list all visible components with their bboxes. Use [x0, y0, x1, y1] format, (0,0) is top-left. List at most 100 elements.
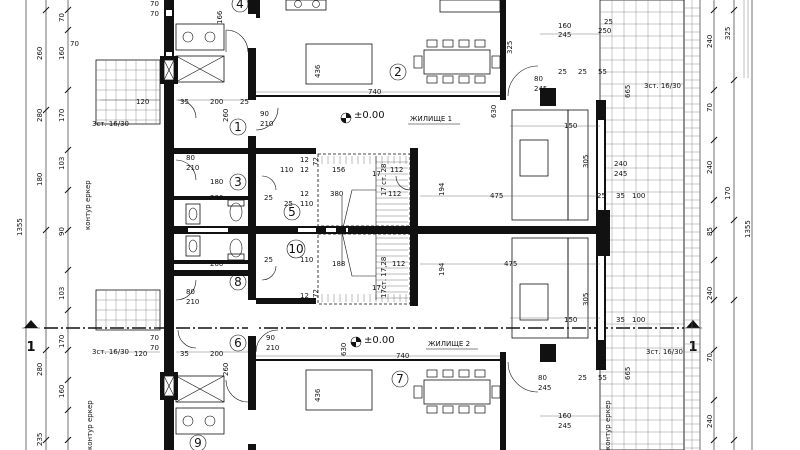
- svg-text:200: 200: [210, 98, 223, 106]
- dims-top: 70 70 166 160 245 250 25 325 80 245 55 7…: [70, 0, 613, 96]
- dwelling-label-2: ЖИЛИЩЕ 2: [428, 340, 470, 348]
- svg-text:740: 740: [368, 88, 381, 96]
- room-3-marker: 3: [229, 173, 247, 191]
- dim-left-5: 170: [58, 109, 66, 122]
- plan-dimension-lines: [100, 33, 600, 417]
- svg-text:6: 6: [234, 336, 242, 350]
- section-marker-left: 1: [22, 320, 40, 355]
- dim-left-total: 1355: [16, 218, 24, 236]
- dim-right-2: 325: [724, 27, 732, 40]
- bathroom-fixtures-bottom: [175, 375, 225, 435]
- svg-text:210: 210: [260, 120, 273, 128]
- svg-text:325: 325: [506, 41, 514, 54]
- svg-text:160: 160: [558, 412, 571, 420]
- svg-text:110: 110: [300, 200, 313, 208]
- dim-left-10: 170: [58, 335, 66, 348]
- svg-text:630: 630: [340, 343, 348, 356]
- terrace-left-top: [95, 59, 161, 125]
- contour-label-1: контур еркер: [84, 180, 92, 230]
- svg-text:25: 25: [578, 68, 587, 76]
- room-7-marker: 7: [391, 370, 409, 388]
- stair-label-bottom-right: 3ст. 16/30: [646, 348, 683, 356]
- room-10-marker: 10: [286, 239, 306, 259]
- svg-text:12: 12: [300, 156, 309, 164]
- dim-right-5: 85: [706, 227, 714, 236]
- svg-text:110: 110: [280, 166, 293, 174]
- svg-text:194: 194: [438, 182, 446, 196]
- dim-right-1: 240: [706, 35, 714, 48]
- terrace-left-bottom: [95, 289, 161, 331]
- svg-text:80: 80: [538, 374, 547, 382]
- room-4-marker: 4: [231, 0, 249, 13]
- svg-text:200: 200: [210, 194, 223, 202]
- right-dimension-lines: 240 325 70 240 85 170 240 70 240 1355: [706, 0, 753, 450]
- svg-text:380: 380: [330, 190, 343, 198]
- svg-text:188: 188: [332, 260, 345, 268]
- dims-mid-top: 120 35 200 25 90 210 260 12 12 72 156 11…: [136, 85, 645, 208]
- svg-text:9: 9: [194, 436, 202, 450]
- stair-run-label-top: 17 ст. 28: [380, 164, 388, 196]
- dim-left-7: 180: [36, 173, 44, 186]
- stair-label-top-right: 3ст. 16/30: [644, 82, 681, 90]
- svg-text:35: 35: [180, 350, 189, 358]
- svg-text:80: 80: [534, 75, 543, 83]
- svg-text:260: 260: [222, 109, 230, 122]
- svg-text:3: 3: [234, 175, 242, 189]
- room-numbers: 4 2 1 3 5 10 8 6 7 9: [189, 0, 409, 450]
- stair-run-label-bottom: 17ст. 17,28: [380, 257, 388, 298]
- terrace-right-outer: [683, 0, 701, 450]
- level-label-bottom: ±0.00: [364, 335, 395, 346]
- level-marker-bottom: ±0.00: [350, 335, 395, 348]
- svg-text:70: 70: [70, 40, 79, 48]
- room-5-marker: 5: [283, 203, 301, 221]
- svg-text:17: 17: [372, 284, 381, 292]
- bathroom-5-fixtures: [185, 199, 245, 261]
- svg-text:35: 35: [616, 192, 625, 200]
- dim-right-7: 240: [706, 287, 714, 300]
- svg-text:194: 194: [438, 262, 446, 276]
- svg-text:180: 180: [210, 178, 223, 186]
- svg-text:100: 100: [632, 316, 645, 324]
- doors: [175, 29, 539, 403]
- svg-text:210: 210: [186, 164, 199, 172]
- room-2-marker: 2: [389, 63, 407, 81]
- dim-right-9: 240: [706, 415, 714, 428]
- svg-text:72: 72: [312, 157, 320, 166]
- svg-text:245: 245: [534, 85, 547, 93]
- svg-text:210: 210: [186, 298, 199, 306]
- svg-text:1: 1: [234, 120, 242, 134]
- left-dimension-lines: 70 160 260 280 170 103 180 90 103 170 28…: [16, 0, 72, 450]
- svg-text:80: 80: [186, 154, 195, 162]
- svg-text:8: 8: [234, 275, 242, 289]
- dim-left-6: 103: [58, 157, 66, 170]
- svg-text:110: 110: [300, 256, 313, 264]
- svg-text:120: 120: [134, 350, 147, 358]
- level-marker-top: ±0.00: [340, 110, 385, 124]
- dims-mid-bottom: 200 25 110 188 112 194 475 72 12 17 80 2…: [134, 256, 645, 430]
- room-8-marker: 8: [229, 273, 247, 291]
- svg-text:250: 250: [598, 27, 611, 35]
- svg-text:25: 25: [284, 200, 293, 208]
- svg-text:17: 17: [372, 170, 381, 178]
- dim-right-4: 240: [706, 161, 714, 174]
- svg-text:25: 25: [240, 98, 249, 106]
- contour-label-3: контур еркер: [604, 400, 612, 450]
- bathroom-fixtures-top: [175, 0, 501, 83]
- dim-left-8: 90: [58, 227, 66, 236]
- svg-text:90: 90: [260, 110, 269, 118]
- svg-text:630: 630: [490, 105, 498, 118]
- room-1-marker: 1: [229, 118, 247, 136]
- dining-table-top: [413, 39, 501, 84]
- svg-text:160: 160: [558, 22, 571, 30]
- svg-text:305: 305: [582, 293, 590, 306]
- svg-text:120: 120: [136, 98, 149, 106]
- svg-text:25: 25: [264, 194, 273, 202]
- furniture-dim-436-bottom: 436: [314, 388, 322, 402]
- dim-left-12: 160: [58, 385, 66, 398]
- svg-text:25: 25: [558, 68, 567, 76]
- dining-table-bottom: [413, 369, 501, 414]
- svg-text:35: 35: [180, 98, 189, 106]
- dim-right-total: 1355: [744, 220, 752, 238]
- svg-text:25: 25: [578, 374, 587, 382]
